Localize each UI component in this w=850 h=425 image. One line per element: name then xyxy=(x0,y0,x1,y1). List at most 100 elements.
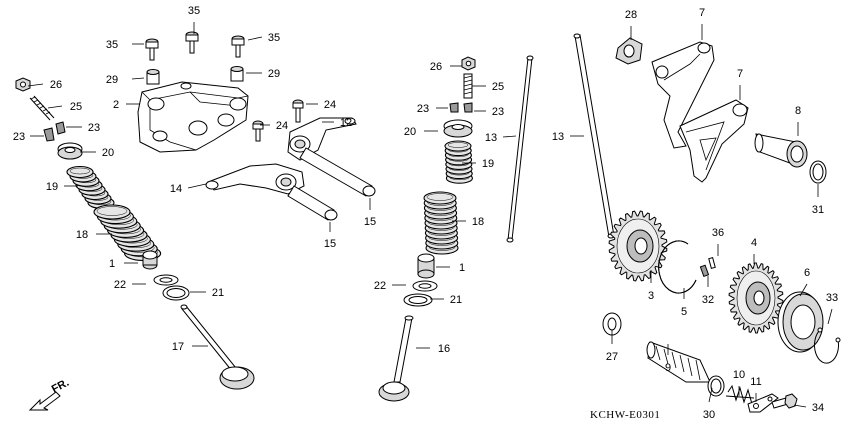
part-21-ring-center xyxy=(403,293,433,307)
part-number-label: 20 xyxy=(404,126,416,138)
part-number-label: 5 xyxy=(681,306,687,318)
part-number-label: 23 xyxy=(13,131,25,143)
part-35-bolt-a xyxy=(145,38,159,61)
part-number-label: 23 xyxy=(417,103,429,115)
leader-line xyxy=(827,308,833,325)
part-36-pin xyxy=(708,257,716,269)
part-16-valve xyxy=(378,315,414,402)
part-number-label: 29 xyxy=(268,68,280,80)
part-31-ring xyxy=(809,160,827,184)
part-30-oring xyxy=(707,375,725,397)
part-number-label: 6 xyxy=(804,267,810,279)
part-number-label: 31 xyxy=(812,204,824,216)
front-arrow-icon xyxy=(28,391,61,411)
part-number-label: 17 xyxy=(172,341,184,353)
part-35-bolt-c xyxy=(231,35,245,58)
part-25-screw-left xyxy=(29,95,55,121)
part-number-label: 20 xyxy=(102,147,114,159)
part-14-rocker-arm xyxy=(205,163,305,195)
center-valve-assembly xyxy=(378,33,615,402)
part-number-label: 26 xyxy=(50,79,62,91)
leader-line xyxy=(502,135,517,138)
part-26-nut-left xyxy=(15,77,31,92)
part-number-label: 7 xyxy=(699,7,705,19)
leader-line xyxy=(47,105,63,109)
part-number-label: 16 xyxy=(438,343,450,355)
part-number-label: 13 xyxy=(485,132,497,144)
leader-line xyxy=(247,36,263,41)
part-number-label: 22 xyxy=(114,279,126,291)
part-number-label: 7 xyxy=(737,68,743,80)
part-28-cap xyxy=(615,37,643,65)
part-number-label: 14 xyxy=(170,183,182,195)
part-25-screw-center xyxy=(463,73,473,99)
part-29-dowel-a xyxy=(146,69,160,85)
part-number-label: 15 xyxy=(364,216,376,228)
part-number-label: 28 xyxy=(625,9,637,21)
part-19-inner-spring-center xyxy=(444,140,473,184)
part-19-inner-spring-left xyxy=(66,165,115,209)
leader-line xyxy=(793,404,807,408)
part-number-label: 1 xyxy=(109,258,115,270)
leader-line xyxy=(131,77,145,80)
part-7-lifter-arm-a xyxy=(651,41,715,149)
part-24-bolt-a xyxy=(292,99,304,123)
front-direction-label: FR. xyxy=(50,377,71,396)
part-27-washer xyxy=(602,312,622,336)
part-18-outer-spring-center xyxy=(423,191,459,255)
part-number-label: 26 xyxy=(430,61,442,73)
left-valve-assembly xyxy=(15,77,255,390)
part-number-label: 9 xyxy=(665,362,671,374)
part-number-label: 35 xyxy=(268,32,280,44)
part-number-label: 18 xyxy=(472,216,484,228)
part-number-label: 21 xyxy=(450,294,462,306)
right-assembly xyxy=(602,37,841,413)
leader-line xyxy=(708,387,713,403)
part-15-shaft-b xyxy=(287,185,338,221)
part-1-stem-seal-center xyxy=(417,253,435,279)
part-32-key xyxy=(699,264,710,278)
part-number-label: 24 xyxy=(276,120,288,132)
part-13-pushrod-a xyxy=(506,55,534,243)
part-22-washer-left xyxy=(153,274,179,286)
part-number-label: 36 xyxy=(712,227,724,239)
leader-line xyxy=(799,283,808,297)
front-direction-indicator: FR. xyxy=(28,377,71,411)
part-number-label: 23 xyxy=(492,106,504,118)
part-number-label: 30 xyxy=(703,409,715,421)
part-4-gear xyxy=(728,262,784,334)
part-23-cotter-left xyxy=(43,121,66,142)
part-33-circlip xyxy=(814,327,841,364)
part-number-label: 10 xyxy=(733,369,745,381)
part-number-label: 1 xyxy=(459,262,465,274)
part-number-label: 27 xyxy=(606,351,618,363)
part-22-washer-center xyxy=(412,280,438,292)
part-26-nut-center xyxy=(461,56,476,71)
part-7-lifter-arm-b xyxy=(679,99,749,183)
part-number-label: 21 xyxy=(212,287,224,299)
part-8-shaft xyxy=(754,133,808,168)
part-15-shaft-a xyxy=(299,147,376,197)
part-6-plate xyxy=(777,291,824,353)
part-number-label: 4 xyxy=(751,237,757,249)
part-5-circlip xyxy=(658,240,697,294)
rocker-assembly xyxy=(137,31,376,221)
part-number-label: 12 xyxy=(340,117,352,129)
part-number-label: 29 xyxy=(106,74,118,86)
part-21-ring-left xyxy=(162,285,190,301)
leader-line xyxy=(187,183,207,189)
part-2-rocker-holder xyxy=(137,81,249,153)
part-24-bolt-b xyxy=(252,120,264,142)
part-34-bolt xyxy=(771,393,798,409)
part-number-label: 11 xyxy=(750,376,761,388)
part-35-bolt-b xyxy=(185,31,199,54)
leader-line xyxy=(27,83,44,87)
part-9-shaft xyxy=(646,341,711,383)
part-number-label: 8 xyxy=(795,105,801,117)
part-number-label: 19 xyxy=(46,181,58,193)
part-number-label: 18 xyxy=(76,229,88,241)
part-29-dowel-b xyxy=(230,66,244,82)
part-number-label: 24 xyxy=(324,99,336,111)
